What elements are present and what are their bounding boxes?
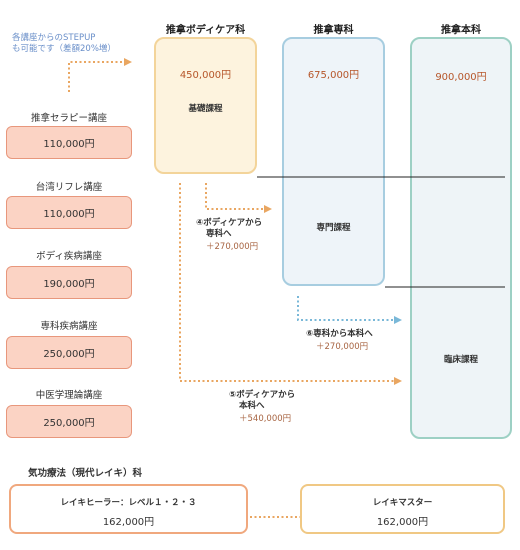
upgrade-4-line2: 専科へ xyxy=(206,229,232,239)
senka-course: 専門課程 xyxy=(316,223,351,233)
reiki-master-name: レイキマスター xyxy=(372,498,433,508)
column-header-senka: 推拿専科 xyxy=(313,25,354,36)
column-header-honka: 推拿本科 xyxy=(441,25,481,36)
upgrade-5-line2: 本科へ xyxy=(239,401,265,411)
course-label-body-disease: ボディ疾病講座 xyxy=(36,251,102,262)
upgrade-arrow-5 xyxy=(179,183,402,385)
upgrade-4-add: ＋270,000円 xyxy=(206,242,259,252)
reiki-healer-price: 162,000円 xyxy=(102,517,155,528)
column-header-bodycare: 推拿ボディケア科 xyxy=(165,25,246,36)
bodycare-price: 450,000円 xyxy=(179,70,232,81)
bodycare-box[interactable]: 450,000円 基礎課程 xyxy=(154,37,257,174)
senka-box[interactable]: 675,000円 専門課程 xyxy=(282,37,385,286)
course-label-therapy: 推拿セラピー講座 xyxy=(30,113,107,124)
course-label-taiwan-reflex: 台湾リフレ講座 xyxy=(35,182,103,193)
bodycare-course: 基礎課程 xyxy=(188,104,223,114)
upgrade-6-label: ⑥専科から本科へ ＋270,000円 xyxy=(306,329,373,352)
upgrade-4-line1: ④ボディケアから xyxy=(196,218,263,228)
reiki-healer-name: レイキヒーラー：レベル１・２・３ xyxy=(60,498,197,508)
course-label-tcm-theory: 中医学理論講座 xyxy=(35,390,103,401)
course-price-tcm-theory[interactable]: 250,000円 xyxy=(6,405,132,438)
upgrade-4-label: ④ボディケアから 専科へ ＋270,000円 xyxy=(196,218,262,252)
upgrade-5-line1: ⑤ボディケアから xyxy=(229,390,296,400)
honka-course: 臨床課程 xyxy=(443,355,478,365)
upgrade-5-label: ⑤ボディケアから 本科へ ＋540,000円 xyxy=(229,390,295,424)
senka-price: 675,000円 xyxy=(307,70,360,81)
honka-price: 900,000円 xyxy=(435,72,487,83)
reiki-master-box[interactable]: レイキマスター 162,000円 xyxy=(300,484,505,534)
stepup-note-line1: 各講座からのSTEPUP xyxy=(12,33,96,43)
stepup-arrow xyxy=(68,58,132,92)
course-price-taiwan-reflex[interactable]: 110,000円 xyxy=(6,196,132,229)
upgrade-6-add: ＋270,000円 xyxy=(316,342,369,352)
upgrade-arrow-4 xyxy=(205,183,272,213)
course-price-senka-disease[interactable]: 250,000円 xyxy=(6,336,132,369)
course-price-therapy[interactable]: 110,000円 xyxy=(6,126,132,159)
upgrade-arrow-6 xyxy=(297,296,402,324)
upgrade-6-line1: ⑥専科から本科へ xyxy=(306,329,373,339)
reiki-healer-box[interactable]: レイキヒーラー：レベル１・２・３ 162,000円 xyxy=(9,484,248,534)
course-label-senka-disease: 専科疾病講座 xyxy=(40,321,98,332)
honka-box[interactable]: 900,000円 臨床課程 xyxy=(410,37,512,439)
upgrade-5-add: ＋540,000円 xyxy=(239,414,292,424)
stepup-note: 各講座からのSTEPUP も可能です（差額20%増） xyxy=(12,33,116,55)
reiki-master-price: 162,000円 xyxy=(376,517,429,528)
course-price-body-disease[interactable]: 190,000円 xyxy=(6,266,132,299)
stepup-note-line2: も可能です（差額20%増） xyxy=(12,44,116,54)
reiki-section-title: 気功療法（現代レイキ）科 xyxy=(28,468,143,479)
